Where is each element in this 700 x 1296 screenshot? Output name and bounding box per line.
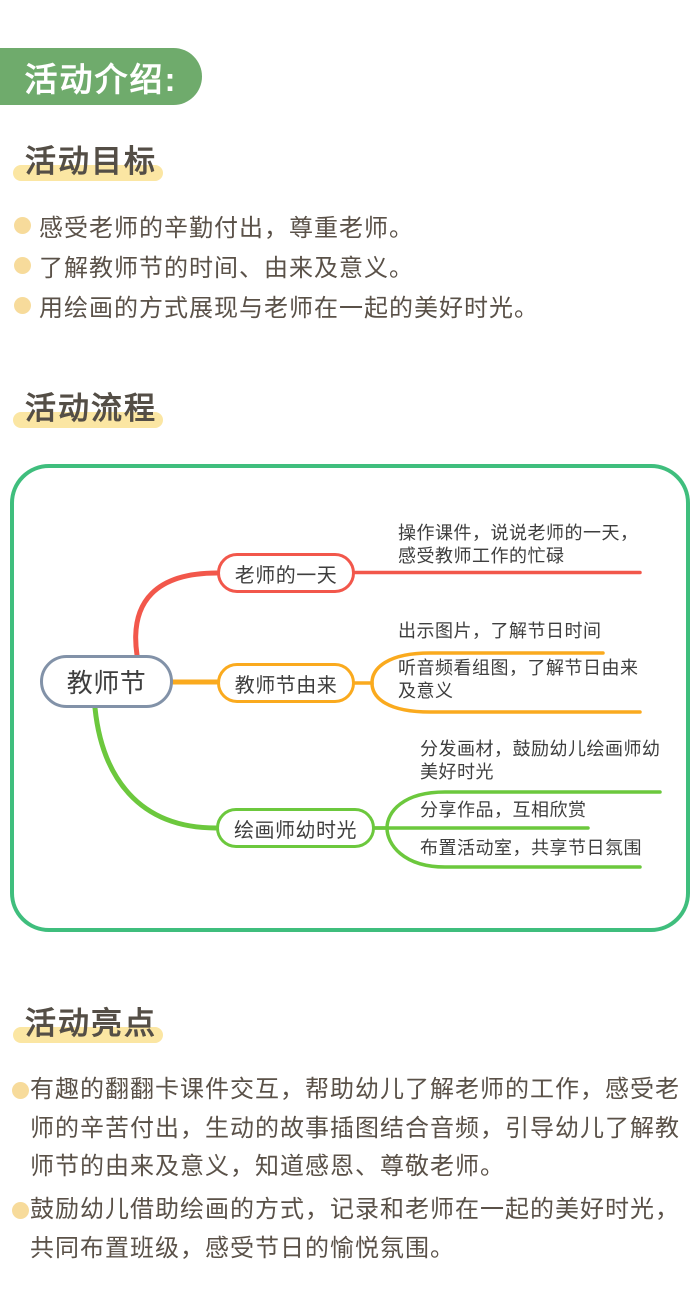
heading-highlight: [13, 412, 163, 428]
highlight-item-text: 有趣的翻翻卡课件交互，帮助幼儿了解老师的工作，感受老师的辛苦付出，生动的故事插图…: [30, 1076, 680, 1180]
mindmap-canvas: 教师节 老师的一天 教师节由来 绘画师幼时光 操作课件，说说老师的一天，感受教师…: [10, 464, 690, 932]
leaf-line-green: [385, 826, 642, 869]
bullet-dot-icon: [14, 216, 31, 234]
leaf-line-amber: [370, 681, 642, 714]
heading-highlight: [13, 1027, 163, 1043]
branch-curve-green: [92, 705, 219, 831]
mindmap-leaf-text: 出示图片，了解节日时间: [398, 621, 602, 641]
section-heading-goals: 活动目标: [13, 143, 163, 181]
branch-curve-red: [133, 570, 220, 658]
mindmap-branch-node-3: 绘画师幼时光: [216, 808, 375, 848]
goal-item-text: 了解教师节的时间、由来及意义。: [39, 254, 414, 282]
bullet-dot-icon: [12, 1202, 29, 1219]
goal-item: 了解教师节的时间、由来及意义。: [14, 245, 414, 285]
mindmap-leaf-text: 分享作品，互相欣赏: [420, 800, 587, 820]
mindmap-root-node: 教师节: [40, 655, 173, 708]
goal-item-text: 用绘画的方式展现与老师在一起的美好时光。: [39, 294, 539, 322]
bullet-dot-icon: [14, 296, 31, 314]
header-badge-label: 活动介绍:: [24, 60, 178, 98]
goal-item: 感受老师的辛勤付出，尊重老师。: [14, 205, 414, 245]
mindmap-leaf-text: 分发画材，鼓励幼儿绘画师幼美好时光: [420, 739, 661, 782]
mindmap-border: [10, 464, 690, 932]
mindmap-leaf-text: 布置活动室，共享节日氛围: [420, 838, 642, 858]
header-badge: 活动介绍:: [0, 48, 202, 105]
section-heading-highlights: 活动亮点: [13, 1005, 163, 1043]
mindmap-leaf-text: 听音频看组图，了解节日由来及意义: [398, 658, 639, 701]
mindmap-leaf-text: 操作课件，说说老师的一天，感受教师工作的忙碌: [398, 523, 639, 566]
bullet-dot-icon: [12, 1082, 29, 1099]
section-heading-process: 活动流程: [13, 390, 163, 428]
bullet-dot-icon: [14, 256, 31, 274]
mindmap-branch-node-1: 老师的一天: [217, 553, 355, 593]
mindmap-lines: [10, 464, 690, 932]
goal-item: 用绘画的方式展现与老师在一起的美好时光。: [14, 285, 539, 325]
mindmap-branch-node-2: 教师节由来: [217, 663, 355, 703]
heading-highlight: [13, 165, 163, 181]
highlight-item-text: 鼓励幼儿借助绘画的方式，记录和老师在一起的美好时光，共同布置班级，感受节日的愉悦…: [30, 1196, 680, 1262]
goal-item-text: 感受老师的辛勤付出，尊重老师。: [39, 214, 414, 242]
